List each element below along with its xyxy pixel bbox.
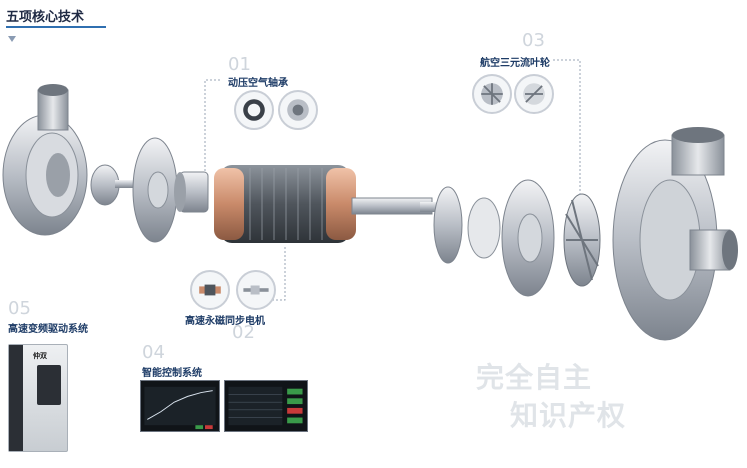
bearing-sleeve-icon [278,90,318,130]
main-impeller [563,193,601,287]
title-underline [6,26,106,28]
vfd-keypad [37,365,61,405]
thrust-plates [433,179,555,297]
item-label-04: 智能控制系统 [142,368,202,379]
item-number-04: 04 [142,342,165,363]
right-volute [612,127,738,341]
impeller-front-icon [472,74,512,114]
item-number-01: 01 [228,54,251,75]
item-label-05: 高速变频驱动系统 [8,324,88,335]
item-number-05: 05 [8,298,31,319]
vfd-drive: 仲双 [8,344,68,452]
section-title: 五项核心技术 [6,10,85,25]
bearing-sleeve [174,171,209,213]
item-number-02: 02 [232,322,255,343]
item-label-03: 航空三元流叶轮 [480,58,550,69]
left-plate [132,137,178,243]
watermark-line-1: 完全自主 [476,361,593,394]
vfd-side-strip [9,345,23,451]
left-impeller [90,164,133,206]
air-bearing-icon [234,90,274,130]
watermark-line-2: 知识产权 [510,399,627,432]
item-label-01: 动压空气轴承 [228,78,288,89]
impeller-side-icon [514,74,554,114]
chevron-down-icon [8,36,16,42]
left-volute [2,84,88,236]
control-screen-table [224,380,308,432]
shaft-icon [236,270,276,310]
item-label-02: 高速永磁同步电机 [185,316,265,327]
rotor-icon [190,270,230,310]
item-number-03: 03 [522,30,545,51]
motor-rotor [214,165,450,243]
control-screen-chart [140,380,220,432]
vfd-logo: 仲双 [33,352,47,360]
